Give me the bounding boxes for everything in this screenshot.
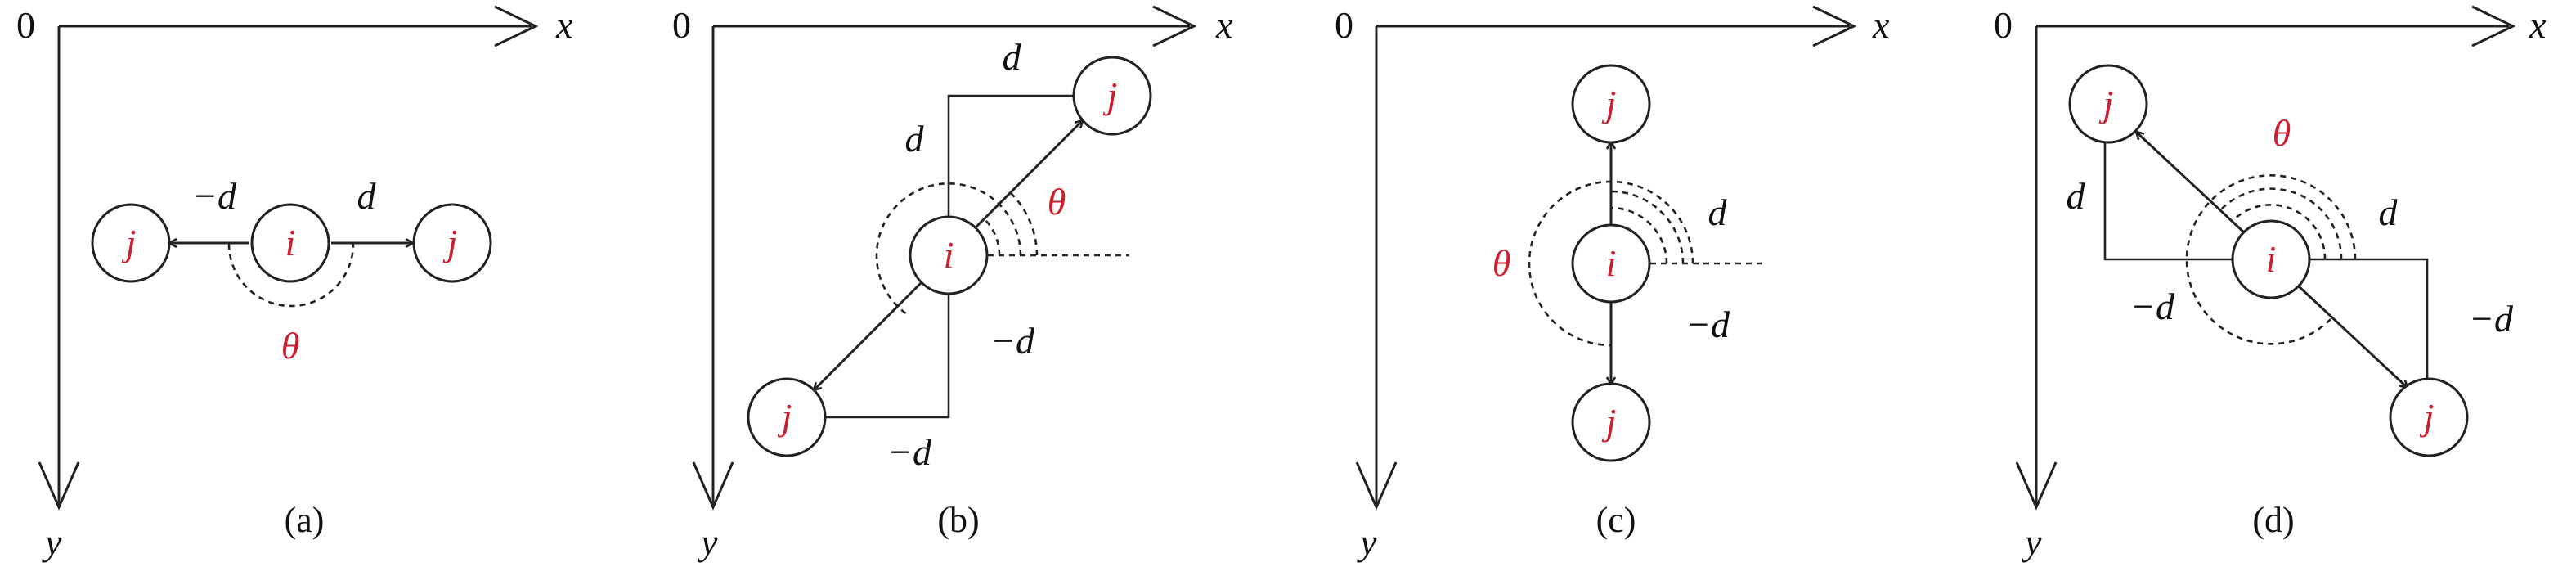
center-node-label: i: [285, 222, 296, 263]
panel-a: 0 x y j i j −d d θ (a): [16, 4, 573, 563]
axes: [2015, 5, 2516, 511]
y-axis-label: y: [42, 521, 62, 563]
offset-label: d: [905, 118, 925, 160]
origin-label: 0: [1994, 4, 2013, 46]
angle-arc: [227, 243, 355, 308]
angle-arc: [1610, 206, 1668, 264]
center-node-label: i: [2266, 238, 2277, 280]
axes: [1355, 5, 1857, 511]
center-node-label: i: [1606, 242, 1617, 284]
neighbor-node-label: j: [443, 222, 458, 263]
x-axis-label: x: [555, 4, 573, 46]
panel-caption: (a): [285, 500, 325, 540]
offset-label: −d: [192, 175, 237, 217]
x-axis-label: x: [1872, 4, 1890, 46]
panel-d: 0 x y i j j d −d d −d θ (d): [1994, 4, 2547, 563]
offset-guide: [2103, 104, 2237, 261]
neighbor-node-j: [747, 377, 827, 457]
center-node-i: [250, 203, 330, 283]
angle-label: θ: [2273, 112, 2291, 154]
offset-label: −d: [887, 431, 932, 473]
offset-label: d: [1708, 191, 1728, 233]
panel-caption: (d): [2252, 500, 2294, 540]
panel-b: 0 x y i j j d d −d −d θ (b): [672, 4, 1233, 563]
center-node-label: i: [944, 234, 954, 276]
panel-caption: (c): [1596, 500, 1636, 540]
neighbor-node-label: j: [122, 222, 137, 263]
neighbor-node-label: j: [2420, 396, 2435, 438]
edge-i-to-j: [2136, 132, 2246, 234]
offset-label: d: [2379, 191, 2399, 233]
neighbor-node-label: j: [2099, 83, 2114, 124]
neighbor-node-label: j: [1103, 74, 1118, 116]
edge-i-to-j: [814, 281, 922, 390]
offset-label: −d: [990, 320, 1035, 362]
offset-guide: [2282, 258, 2429, 417]
panel-c: 0 x y j i j d −d θ (c): [1335, 4, 1890, 563]
angle-arc: [984, 218, 1001, 256]
offset-label: −d: [2469, 298, 2514, 340]
neighbor-node-j: [2068, 64, 2148, 144]
angle-label: θ: [1492, 242, 1511, 284]
offset-label: −d: [2130, 286, 2175, 327]
offset-label: −d: [1685, 304, 1730, 345]
angle-label: θ: [1048, 181, 1066, 223]
angle-label: θ: [281, 325, 300, 367]
center-node-i: [1571, 223, 1651, 304]
neighbor-node-j: [1072, 56, 1152, 136]
neighbor-node-j: [2389, 377, 2469, 457]
offset-label: d: [2067, 175, 2086, 217]
panel-caption: (b): [937, 500, 979, 540]
neighbor-node-j: [412, 203, 492, 283]
offset-label: d: [1003, 36, 1022, 78]
offset-guide: [947, 94, 1074, 217]
neighbor-node-j: [1571, 382, 1651, 462]
y-axis-label: y: [698, 521, 718, 563]
angle-arc: [1528, 180, 1694, 347]
angle-arc: [1010, 192, 1039, 256]
angle-arc: [2220, 187, 2343, 260]
axes: [38, 5, 539, 511]
neighbor-node-j: [1571, 64, 1651, 144]
axes: [692, 5, 1197, 511]
angle-arc: [1610, 190, 1685, 264]
edge-i-to-j: [974, 120, 1083, 229]
angle-arc: [875, 182, 1022, 316]
center-node-i: [2231, 219, 2311, 299]
neighbor-node-j: [91, 203, 171, 283]
neighbor-node-label: j: [1602, 401, 1617, 443]
origin-label: 0: [672, 4, 691, 46]
y-axis-label: y: [1357, 521, 1377, 563]
angle-arc: [2232, 204, 2327, 260]
origin-label: 0: [1335, 4, 1353, 46]
offset-label: d: [357, 175, 377, 217]
x-axis-label: x: [1215, 4, 1233, 46]
x-axis-label: x: [2529, 4, 2547, 46]
edge-i-to-j: [2297, 285, 2408, 388]
neighbor-node-label: j: [778, 396, 792, 438]
y-axis-label: y: [2022, 521, 2042, 563]
offset-guide: [826, 295, 950, 419]
center-node-i: [909, 215, 989, 295]
origin-label: 0: [16, 4, 35, 46]
neighbor-node-label: j: [1602, 83, 1617, 124]
